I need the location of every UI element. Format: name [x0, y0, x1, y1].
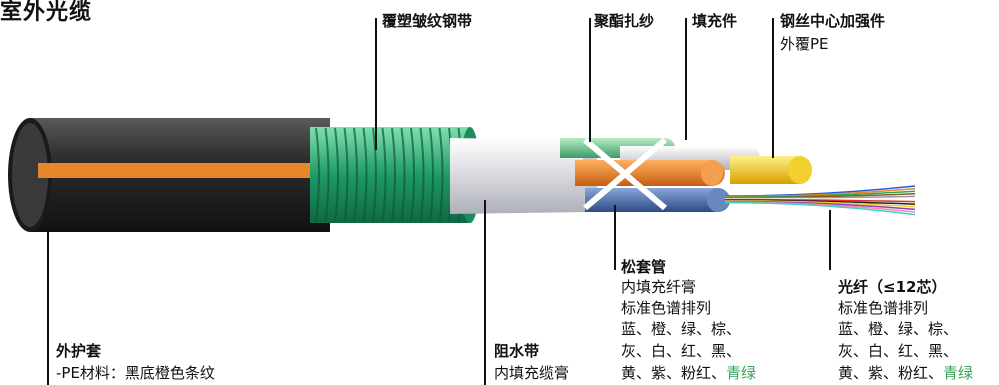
optical-fibers: [724, 185, 916, 216]
fiber-line-4: 黄、紫、粉红、青绿: [838, 364, 974, 382]
armor-rib: [410, 127, 415, 223]
label-water-block: 阻水带: [494, 342, 540, 360]
label-filler: 填充件: [692, 12, 738, 30]
label-strength-sub: 外覆PE: [780, 35, 829, 53]
armor-rib: [429, 127, 434, 223]
armor-rib: [362, 127, 368, 223]
armor-rib: [353, 127, 358, 223]
loose-tube-line-4: 灰、白、红、黑、: [621, 342, 742, 360]
fiber-line-1: 标准色谱排列: [838, 299, 929, 317]
outer-sheath: [8, 118, 330, 232]
fiber-line-2: 蓝、橙、绿、棕、: [838, 320, 959, 338]
leader-lines: [47, 18, 831, 385]
label-water-block-sub: 内填充缆膏: [494, 364, 570, 382]
armor-rib: [381, 127, 387, 223]
armor-rib: [372, 127, 377, 223]
binder-yarn: [583, 137, 667, 211]
label-sheath: 外护套: [56, 342, 102, 360]
label-loose-tube: 松套管: [621, 258, 667, 276]
loose-tube-line-1: 内填充纤膏: [621, 278, 697, 296]
loose-tube-line-2: 标准色谱排列: [621, 299, 712, 317]
core-bundle: [560, 137, 812, 212]
fiber-strand: [724, 201, 916, 216]
loose-tube-line-3: 蓝、橙、绿、棕、: [621, 320, 742, 338]
diagram-title: 室外光缆: [0, 0, 93, 25]
label-strength: 钢丝中心加强件: [780, 12, 886, 30]
armor-rib: [419, 127, 425, 223]
label-fiber: 光纤（≤12芯）: [838, 278, 947, 296]
armor-rib: [334, 127, 339, 223]
armor-rib: [438, 127, 444, 223]
orange-stripe: [38, 163, 330, 178]
label-binder: 聚酯扎纱: [594, 12, 655, 30]
armor-rib: [343, 127, 349, 223]
label-armor: 覆塑皱纹钢带: [382, 12, 473, 30]
loose-tube-line-5: 黄、紫、粉红、青绿: [621, 364, 757, 382]
label-sheath-sub: -PE材料：黑底橙色条纹: [56, 364, 215, 382]
armor-rib: [391, 127, 396, 223]
armor-rib: [324, 127, 330, 223]
armor-rib: [400, 127, 406, 223]
armor-rib: [315, 127, 320, 223]
fiber-line-3: 灰、白、红、黑、: [838, 342, 959, 360]
